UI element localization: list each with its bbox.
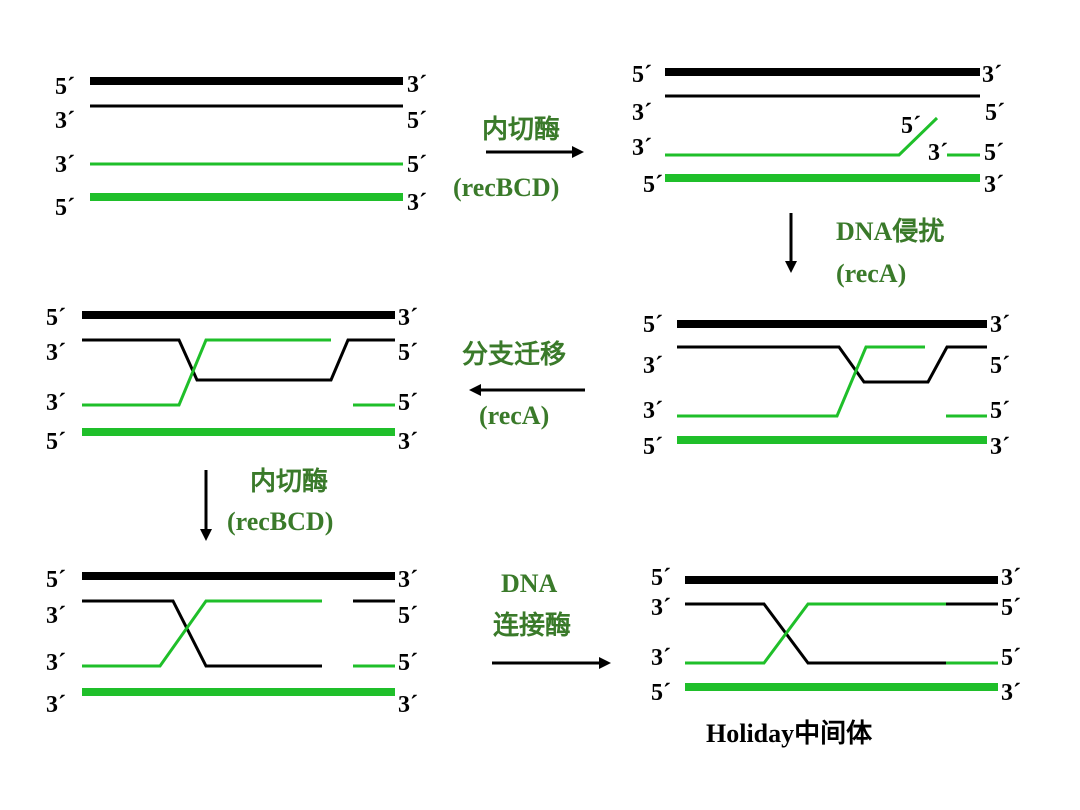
green-strand-invading [677, 345, 925, 418]
black-strand-crossing [82, 599, 322, 668]
end-label: 3´ [46, 340, 66, 366]
panel-branch-migrated: 5´ 3´ 3´ 5´ 3´ 5´ 5´ 3´ [46, 305, 418, 455]
end-label: 5´ [643, 172, 663, 198]
end-label: 3´ [651, 645, 671, 671]
step-name: 内切酶 [250, 467, 328, 496]
step-enzyme: (recBCD) [453, 173, 559, 202]
end-label: 3´ [632, 135, 652, 161]
end-label: 5´ [398, 390, 418, 416]
step-name: DNA [501, 569, 558, 598]
end-label: 3´ [398, 429, 418, 455]
end-label: 3´ [984, 172, 1004, 198]
panel-initial-duplexes: 5´ 3´ 3´ 5´ 3´ 5´ 5´ 3´ [55, 72, 427, 221]
end-label: 5´ [398, 650, 418, 676]
arrow-left-icon [469, 384, 481, 396]
panel-cut-strands: 5´ 3´ 3´ 3´ 3´ 5´ 5´ 3´ [46, 567, 418, 718]
black-strand-crossing [685, 602, 946, 665]
black-strand-displaced [677, 345, 987, 384]
end-label: 5´ [407, 152, 427, 178]
step-branch-migration: 分支迁移 (recA) [462, 340, 585, 430]
step-dna-invasion: DNA侵扰 (recA) [785, 213, 944, 288]
end-label: 3´ [651, 595, 671, 621]
end-label: 5´ [398, 603, 418, 629]
end-label: 3´ [632, 100, 652, 126]
end-label: 5´ [1001, 595, 1021, 621]
end-label: 3´ [407, 190, 427, 216]
end-label: 5´ [643, 434, 663, 460]
end-label: 3´ [1001, 565, 1021, 591]
end-label: 3´ [643, 353, 663, 379]
arrow-right-icon [599, 657, 611, 669]
end-label: 5´ [643, 312, 663, 338]
green-strand-lifted-end [665, 116, 939, 157]
end-label: 3´ [46, 603, 66, 629]
end-label: 3´ [55, 152, 75, 178]
end-label: 5´ [407, 108, 427, 134]
arrow-right-icon [572, 146, 584, 158]
step-enzyme: (recBCD) [227, 507, 333, 536]
end-label: 5´ [1001, 645, 1021, 671]
end-label: 5´ [398, 340, 418, 366]
end-label: 5´ [901, 113, 921, 139]
end-label: 5´ [46, 305, 66, 331]
step-dna-ligase: DNA 连接酶 [492, 569, 611, 669]
end-label: 5´ [990, 353, 1010, 379]
end-label: 5´ [46, 567, 66, 593]
green-strand-crossing [685, 602, 946, 665]
step-name-2: 连接酶 [493, 611, 571, 640]
end-label: 3´ [55, 108, 75, 134]
end-label: 3´ [982, 62, 1002, 88]
end-label: 5´ [651, 565, 671, 591]
end-label: 3´ [46, 692, 66, 718]
end-label: 5´ [651, 680, 671, 706]
end-label: 3´ [398, 567, 418, 593]
arrow-down-icon [200, 529, 212, 541]
green-strand-invading [82, 338, 331, 407]
end-label: 5´ [632, 62, 652, 88]
end-label: 3´ [990, 312, 1010, 338]
panel-nicked-strand: 5´ 3´ 3´ 5´ 3´ 5´ 5´ 3´ 5´ 3´ [632, 62, 1005, 198]
end-label: 3´ [1001, 680, 1021, 706]
arrow-down-icon [785, 261, 797, 273]
holliday-caption: Holiday中间体 [706, 719, 873, 748]
panel-holliday-junction: 5´ 3´ 3´ 5´ 3´ 5´ 5´ 3´ Holiday中间体 [651, 565, 1021, 748]
end-label: 5´ [990, 398, 1010, 424]
end-label: 5´ [984, 140, 1004, 166]
end-label: 3´ [398, 692, 418, 718]
step-name: 内切酶 [482, 115, 560, 144]
step-name: 分支迁移 [462, 340, 566, 369]
end-label: 3´ [46, 650, 66, 676]
end-label: 5´ [46, 429, 66, 455]
end-label: 3´ [46, 390, 66, 416]
black-strand-displaced [82, 338, 395, 382]
end-label: 5´ [985, 100, 1005, 126]
end-label: 3´ [990, 434, 1010, 460]
end-label: 3´ [407, 72, 427, 98]
end-label: 5´ [55, 74, 75, 100]
green-strand-crossing [82, 599, 322, 668]
step-enzyme: (recA) [836, 259, 906, 288]
step-endonuclease-2: 内切酶 (recBCD) [200, 467, 333, 541]
step-name: DNA侵扰 [836, 217, 944, 246]
step-endonuclease-1: 内切酶 (recBCD) [453, 115, 584, 202]
end-label: 3´ [643, 398, 663, 424]
end-label: 5´ [55, 195, 75, 221]
end-label: 3´ [928, 140, 948, 166]
step-enzyme: (recA) [479, 401, 549, 430]
panel-strand-invasion: 5´ 3´ 3´ 5´ 3´ 5´ 5´ 3´ [643, 312, 1010, 460]
end-label: 3´ [398, 305, 418, 331]
